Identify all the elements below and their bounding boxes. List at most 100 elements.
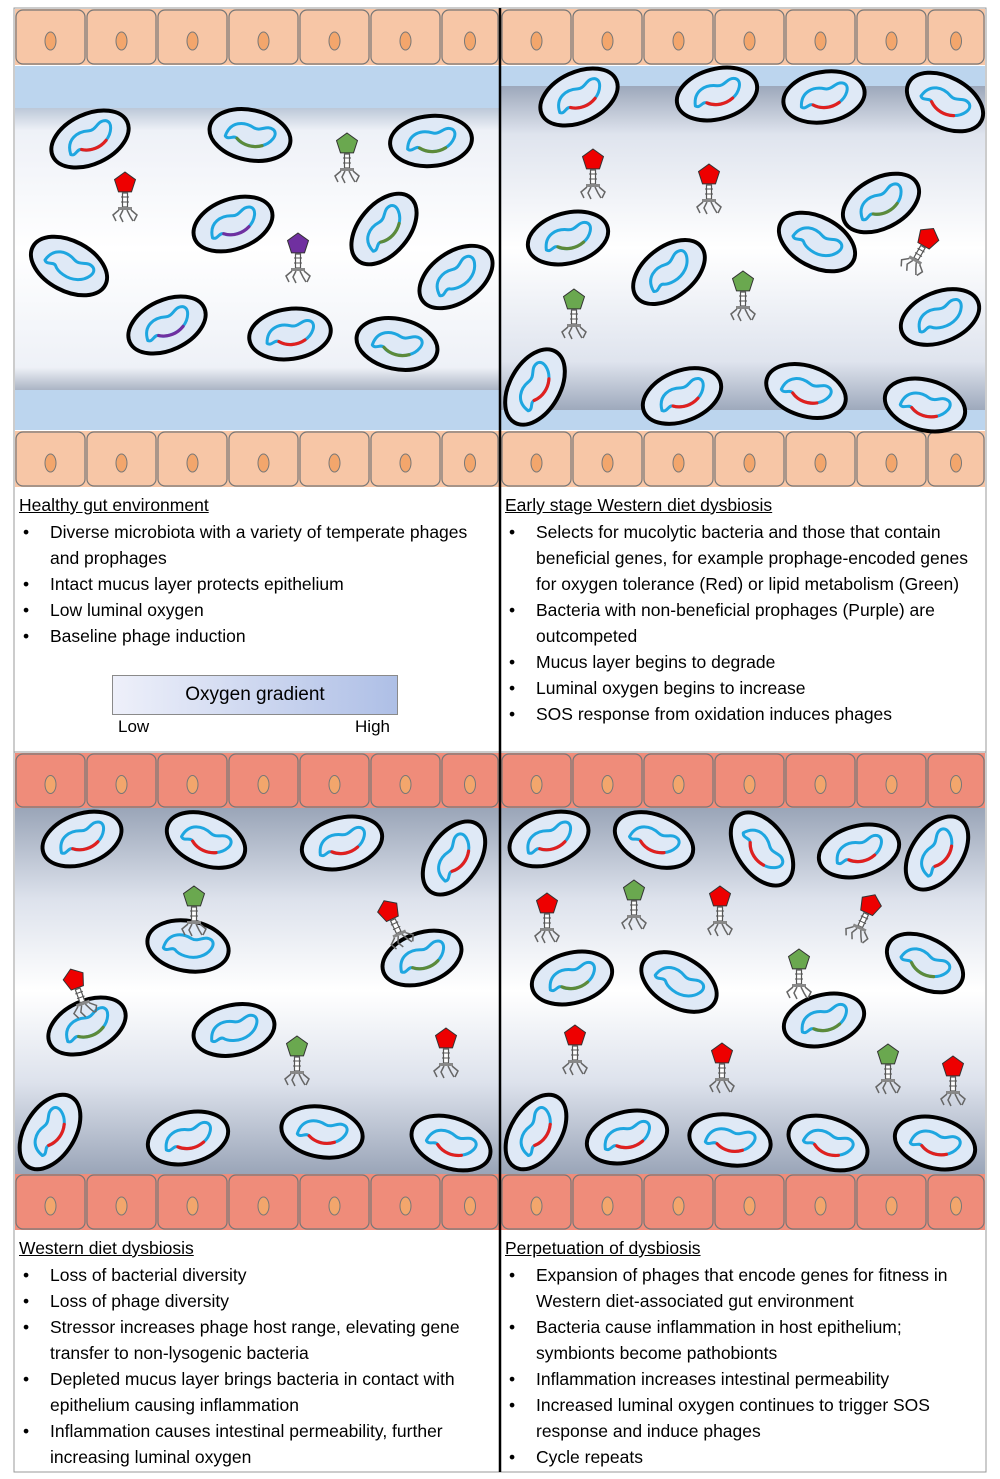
tail-fiber (716, 1080, 721, 1094)
bacterium (687, 1112, 773, 1168)
phage-capsid (377, 900, 399, 923)
tail-fiber (291, 1073, 296, 1087)
cell-nucleus (44, 31, 57, 51)
cell-nucleus (44, 1196, 57, 1216)
oxygen-gradient-scale: Low High (112, 715, 398, 737)
tail-fiber (298, 1073, 306, 1086)
phage-tail (705, 184, 713, 200)
cell-nucleus (950, 31, 962, 51)
epithelial-cell (785, 431, 856, 487)
epithelial-cell (228, 9, 299, 65)
tail-fiber (721, 923, 729, 936)
cell-nucleus (601, 453, 614, 473)
bacterium (354, 316, 440, 372)
phage (433, 1027, 459, 1079)
tail-fiber (390, 937, 397, 950)
tail-fiber (947, 1093, 952, 1107)
epithelial-cell (15, 1174, 86, 1230)
prophage-gene (379, 221, 401, 244)
cell-nucleus (530, 453, 543, 473)
phage-capsid (562, 288, 586, 310)
cell-nucleus (257, 453, 270, 473)
tail-fiber (568, 326, 573, 340)
epithelial-cell (228, 431, 299, 487)
epithelial-cell (15, 431, 86, 487)
tail-fiber (916, 264, 924, 277)
tail-fiber (621, 917, 629, 930)
prophage-gene (533, 1122, 552, 1147)
bacterium (639, 950, 719, 1014)
phage-tail (739, 291, 747, 307)
phage-capsid (434, 1027, 458, 1049)
bacterium (764, 362, 848, 420)
bacterium (884, 931, 966, 995)
epithelial-cell (86, 9, 157, 65)
tail-fiber (723, 1080, 731, 1093)
bacterium (674, 65, 760, 123)
phage (709, 1042, 735, 1094)
prophage-gene (450, 849, 471, 873)
oxygen-gradient-legend: Oxygen gradient Low High (112, 675, 398, 737)
cell-nucleus (743, 31, 756, 51)
epithelial-cell (15, 753, 86, 808)
tail-fiber (188, 923, 193, 937)
epithelial-cell (228, 753, 299, 808)
panel-healthy-heading: Healthy gut environment (19, 495, 209, 515)
tail-fiber (958, 1093, 966, 1106)
bullet: Luminal oxygen begins to increase (505, 675, 985, 701)
bacterium (191, 194, 275, 254)
phage-tail (190, 906, 198, 922)
prophage-gene (560, 980, 590, 991)
epithelial-cell (927, 9, 985, 65)
bacterium (816, 822, 902, 880)
epithelial-cell (299, 431, 370, 487)
prophage-gene (910, 406, 939, 419)
bullet: SOS response from oxidation induces phag… (505, 701, 985, 727)
phage-capsid (708, 885, 732, 907)
phage (621, 879, 647, 931)
prophage-gene (920, 1144, 949, 1157)
phage (112, 171, 138, 223)
bacterium (28, 234, 110, 298)
epithelial-cell (856, 753, 927, 808)
bacterium (417, 243, 495, 311)
cell-nucleus (186, 775, 199, 794)
bullet: Cycle repeats (505, 1444, 985, 1470)
cell-nucleus (257, 775, 270, 794)
bacterium (247, 306, 333, 362)
phage (707, 885, 733, 937)
bacterium (903, 814, 971, 892)
prophage-gene (382, 345, 411, 358)
epithelial-cell (643, 1174, 714, 1230)
epithelium-healthy-top (15, 9, 499, 65)
tail-fiber (195, 923, 203, 936)
phage (562, 1024, 588, 1076)
prophage-gene (176, 1140, 206, 1151)
epithelium-perpetuation-top (501, 753, 985, 808)
phage-capsid (285, 1035, 309, 1057)
bullet: Inflammation increases intestinal permea… (505, 1366, 985, 1392)
tail-fiber (875, 1081, 883, 1094)
tail-fiber (940, 1093, 948, 1106)
epithelial-cell (714, 753, 785, 808)
prophage-gene (933, 844, 954, 868)
cell-nucleus (464, 775, 476, 794)
epithelial-cell (785, 1174, 856, 1230)
epithelial-cell (643, 753, 714, 808)
epithelial-cell (856, 9, 927, 65)
epithelial-cell (572, 9, 643, 65)
epithelium-healthy-bottom (15, 431, 499, 487)
prophage-gene (277, 338, 307, 347)
phage-capsid (62, 968, 84, 991)
bullet: Increased luminal oxygen continues to tr… (505, 1392, 985, 1444)
tail-fiber (303, 270, 311, 283)
bullet: Bacteria cause inflammation in host epit… (505, 1314, 985, 1366)
bacterium (409, 1113, 493, 1173)
cell-nucleus (115, 453, 128, 473)
cell-nucleus (530, 31, 543, 51)
tail-fiber (906, 259, 914, 271)
epithelial-cell (370, 431, 441, 487)
tail-fiber (851, 927, 858, 940)
cell-nucleus (115, 1196, 128, 1216)
phage (845, 894, 882, 944)
